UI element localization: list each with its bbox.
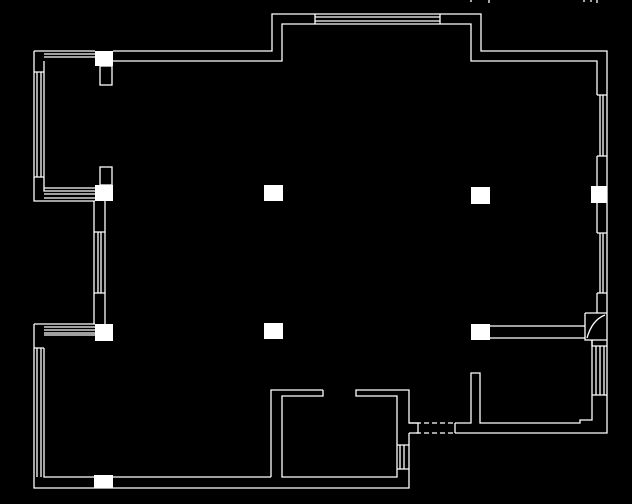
- column: [95, 51, 113, 66]
- top-edge-marks: [470, 0, 598, 3]
- column: [471, 187, 490, 204]
- column: [264, 323, 283, 339]
- column: [94, 475, 113, 488]
- column-stub: [99, 65, 113, 86]
- door-swing-arc: [586, 314, 606, 339]
- exterior-walls: [33, 13, 608, 489]
- windows: [36, 14, 607, 477]
- column: [591, 186, 607, 203]
- column-stub: [99, 166, 113, 186]
- column: [95, 185, 113, 201]
- structural-columns: [94, 51, 607, 488]
- interior-walls: [270, 312, 607, 478]
- column: [471, 324, 490, 340]
- door-opening: [416, 422, 455, 434]
- column: [264, 185, 283, 201]
- column: [95, 324, 113, 341]
